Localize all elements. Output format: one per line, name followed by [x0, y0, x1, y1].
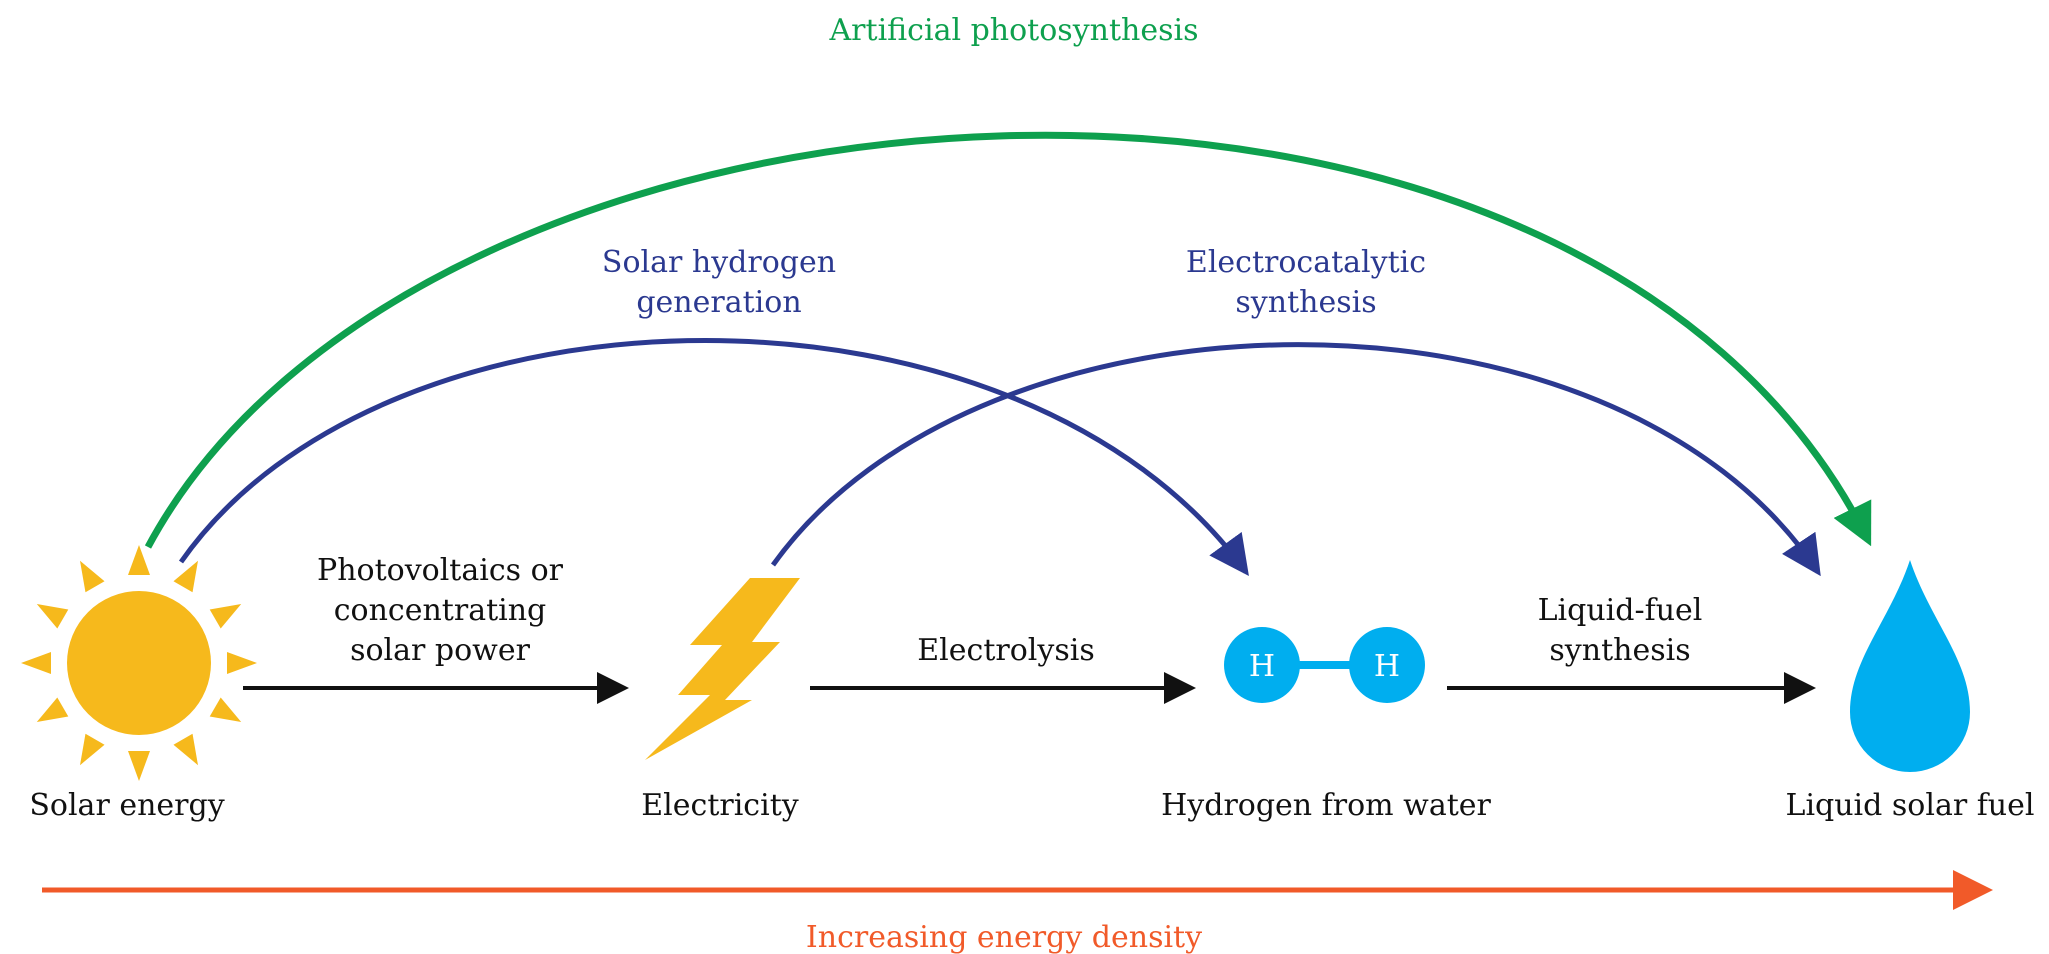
hydrogen-molecule-icon: H H: [1224, 627, 1425, 703]
artificial-photosynthesis-arrow: [144, 131, 1872, 549]
electrocatalytic-label-line1: Electrocatalytic: [1186, 245, 1426, 280]
photovoltaics-label-line3: solar power: [350, 633, 531, 668]
node-label-electricity: Electricity: [641, 788, 798, 823]
node-label-solar-energy: Solar energy: [29, 788, 224, 823]
photovoltaics-label-line2: concentrating: [334, 593, 547, 628]
node-label-liquid-solar-fuel: Liquid solar fuel: [1786, 788, 2035, 823]
liquid-fuel-synthesis-label-line1: Liquid-fuel: [1538, 593, 1703, 628]
solar-hydrogen-label-line2: generation: [636, 285, 801, 320]
electrocatalytic-label-line2: synthesis: [1235, 285, 1376, 320]
solar-hydrogen-generation-arrow: [178, 338, 1249, 577]
sun-icon: [21, 545, 257, 781]
lightning-bolt-icon: [645, 578, 800, 760]
liquid-fuel-synthesis-label-line2: synthesis: [1549, 633, 1690, 668]
electrolysis-label: Electrolysis: [917, 633, 1094, 668]
energy-density-label: Increasing energy density: [806, 920, 1202, 954]
photovoltaics-label-line1: Photovoltaics or: [317, 553, 564, 588]
hydrogen-atom-right-label: H: [1374, 649, 1400, 684]
water-drop-icon: [1850, 560, 1970, 772]
hydrogen-atom-left-label: H: [1249, 649, 1275, 684]
solar-hydrogen-label-line1: Solar hydrogen: [602, 245, 836, 280]
artificial-photosynthesis-label: Artificial photosynthesis: [829, 13, 1199, 48]
electrocatalytic-synthesis-arrow: [770, 342, 1821, 577]
node-label-hydrogen-from-water: Hydrogen from water: [1161, 788, 1491, 823]
